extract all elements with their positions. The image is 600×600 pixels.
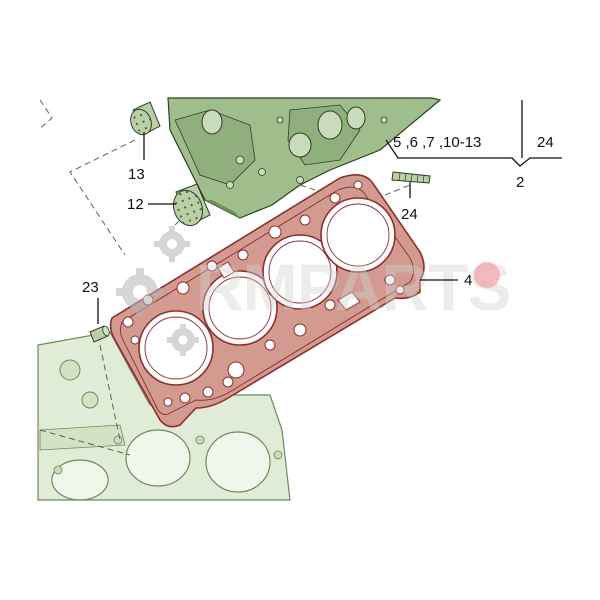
callout-24-group: 24 xyxy=(537,134,554,151)
callout-12: 12 xyxy=(127,196,144,213)
callout-23: 23 xyxy=(82,279,99,296)
part-24-stud xyxy=(391,171,431,184)
part-23-dowel xyxy=(89,325,110,343)
callout-4-marker xyxy=(474,262,500,288)
gear-icon xyxy=(116,226,199,356)
group-bracket xyxy=(385,100,562,167)
callout-4: 4 xyxy=(464,272,472,289)
cylinder-head-gasket xyxy=(109,174,425,428)
callout-group-refs: 5 ,6 ,7 ,10-13 xyxy=(393,134,481,151)
cylinder-head xyxy=(167,97,442,219)
watermark-text: RMPARTS xyxy=(196,250,510,324)
watermark: RMPARTS xyxy=(116,226,511,356)
part-12-cup-plug xyxy=(172,183,211,227)
callout-24-stud: 24 xyxy=(401,206,418,223)
callout-2: 2 xyxy=(516,174,524,191)
callout-13: 13 xyxy=(128,166,145,183)
part-13-cap xyxy=(130,101,161,136)
